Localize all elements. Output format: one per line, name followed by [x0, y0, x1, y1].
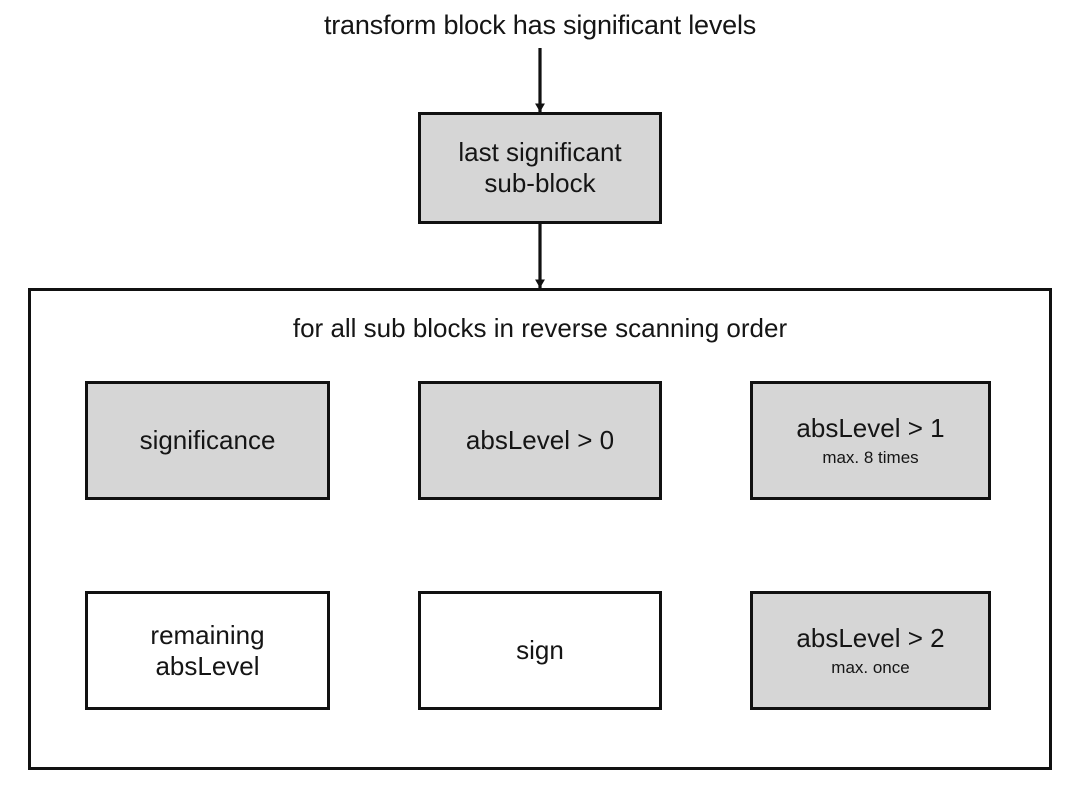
node-label: significance [139, 425, 276, 456]
node-sublabel: max. once [831, 657, 910, 677]
node-label: absLevel > 0 [465, 425, 615, 456]
node-label-line1: last significant [458, 137, 622, 168]
node-label: sign [516, 635, 564, 666]
node-abslevel-gt-1[interactable]: absLevel > 1 max. 8 times [750, 381, 991, 500]
node-label: absLevel > 1 [796, 413, 945, 444]
node-label-line2: sub-block [484, 168, 596, 198]
node-abslevel-gt-0[interactable]: absLevel > 0 [418, 381, 662, 500]
node-significance[interactable]: significance [85, 381, 330, 500]
node-sign[interactable]: sign [418, 591, 662, 710]
node-label-line1: remaining [150, 619, 265, 650]
node-last-significant-sub-block[interactable]: last significant sub-block [418, 112, 662, 224]
node-label: absLevel > 2 [796, 623, 945, 654]
diagram-title: transform block has significant levels [323, 10, 757, 40]
node-sublabel: max. 8 times [822, 447, 919, 467]
group-label: for all sub blocks in reverse scanning o… [292, 313, 788, 343]
node-abslevel-gt-2[interactable]: absLevel > 2 max. once [750, 591, 991, 710]
node-label-line2: absLevel [155, 650, 260, 681]
node-remaining-abslevel[interactable]: remaining absLevel [85, 591, 330, 710]
